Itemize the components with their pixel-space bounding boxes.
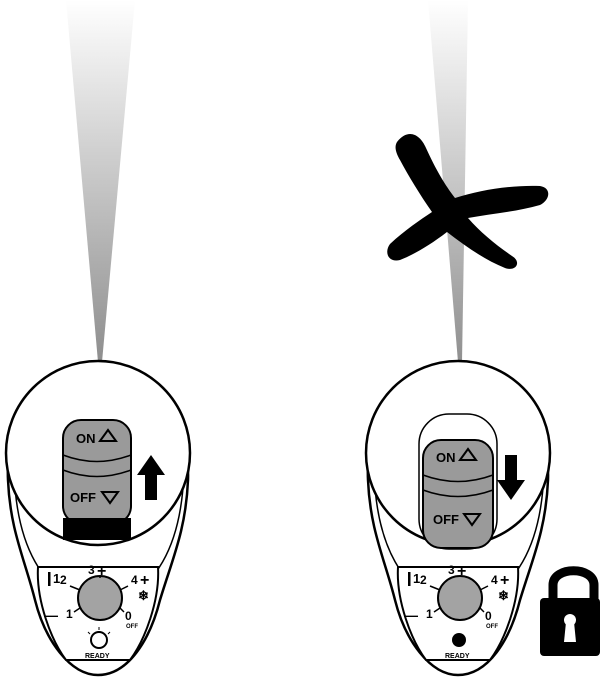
- dial-off-right: OFF: [486, 624, 498, 630]
- dial-one-right: 1: [413, 571, 420, 586]
- panel-left: ON OFF 1 2 3 + 4 + ❄ 0 OFF — 1: [4, 0, 192, 677]
- dial-plus-right-right: +: [500, 572, 509, 589]
- dial-panel-right: 1 2 3 + 4 + ❄ 0 OFF — 1 READY: [396, 563, 520, 661]
- off-triangle-left: [100, 491, 120, 505]
- snowflake-icon-right: ❄: [498, 588, 509, 603]
- panel-right: ON OFF 1 2 3 + 4 + ❄ 0 OFF — 1: [364, 0, 600, 677]
- power-button-left: ON OFF: [62, 419, 132, 540]
- dial-zero-right: 0: [485, 609, 492, 623]
- off-label-left: OFF: [70, 490, 96, 505]
- dial-three-right: 3: [448, 563, 455, 577]
- arrow-up-icon: [137, 455, 165, 500]
- dial-one-bottom-left: 1: [66, 607, 73, 621]
- dial-two-right: 2: [420, 573, 427, 587]
- on-triangle-left: [98, 428, 118, 442]
- arrow-down-icon: [497, 455, 525, 500]
- ready-indicator-right: [452, 633, 466, 647]
- dial-plus-top-left: +: [97, 563, 106, 580]
- ready-label-right: READY: [445, 653, 470, 660]
- dial-zero-left: 0: [125, 609, 132, 623]
- dial-panel-left: 1 2 3 + 4 + ❄ 0 OFF — 1 READY: [36, 563, 160, 661]
- dial-knob-right: [437, 575, 483, 621]
- dial-four-right: 4: [491, 573, 498, 587]
- dial-plus-right-left: +: [140, 572, 149, 589]
- cross-mark-icon: [387, 134, 549, 269]
- ready-label-left: READY: [85, 653, 110, 660]
- beam-left: [66, 0, 135, 362]
- off-label-right: OFF: [433, 512, 459, 527]
- on-label-left: ON: [76, 431, 96, 446]
- dial-two-left: 2: [60, 573, 67, 587]
- on-triangle-right: [458, 447, 478, 461]
- dial-one-left: 1: [53, 571, 60, 586]
- dial-minus-left: —: [44, 607, 58, 623]
- power-button-right: ON OFF: [422, 439, 494, 549]
- snowflake-icon: ❄: [138, 588, 149, 603]
- dial-knob-left: [77, 575, 123, 621]
- off-triangle-right: [462, 513, 482, 527]
- on-label-right: ON: [436, 450, 456, 465]
- beam-right: [428, 0, 468, 362]
- dial-plus-top-right: +: [457, 563, 466, 580]
- dial-off-left: OFF: [126, 624, 138, 630]
- ready-indicator-left: [90, 631, 108, 649]
- dial-four-left: 4: [131, 573, 138, 587]
- dial-minus-right: —: [404, 607, 418, 623]
- lock-icon: [540, 566, 600, 656]
- dial-three-left: 3: [88, 563, 95, 577]
- dial-one-bottom-right: 1: [426, 607, 433, 621]
